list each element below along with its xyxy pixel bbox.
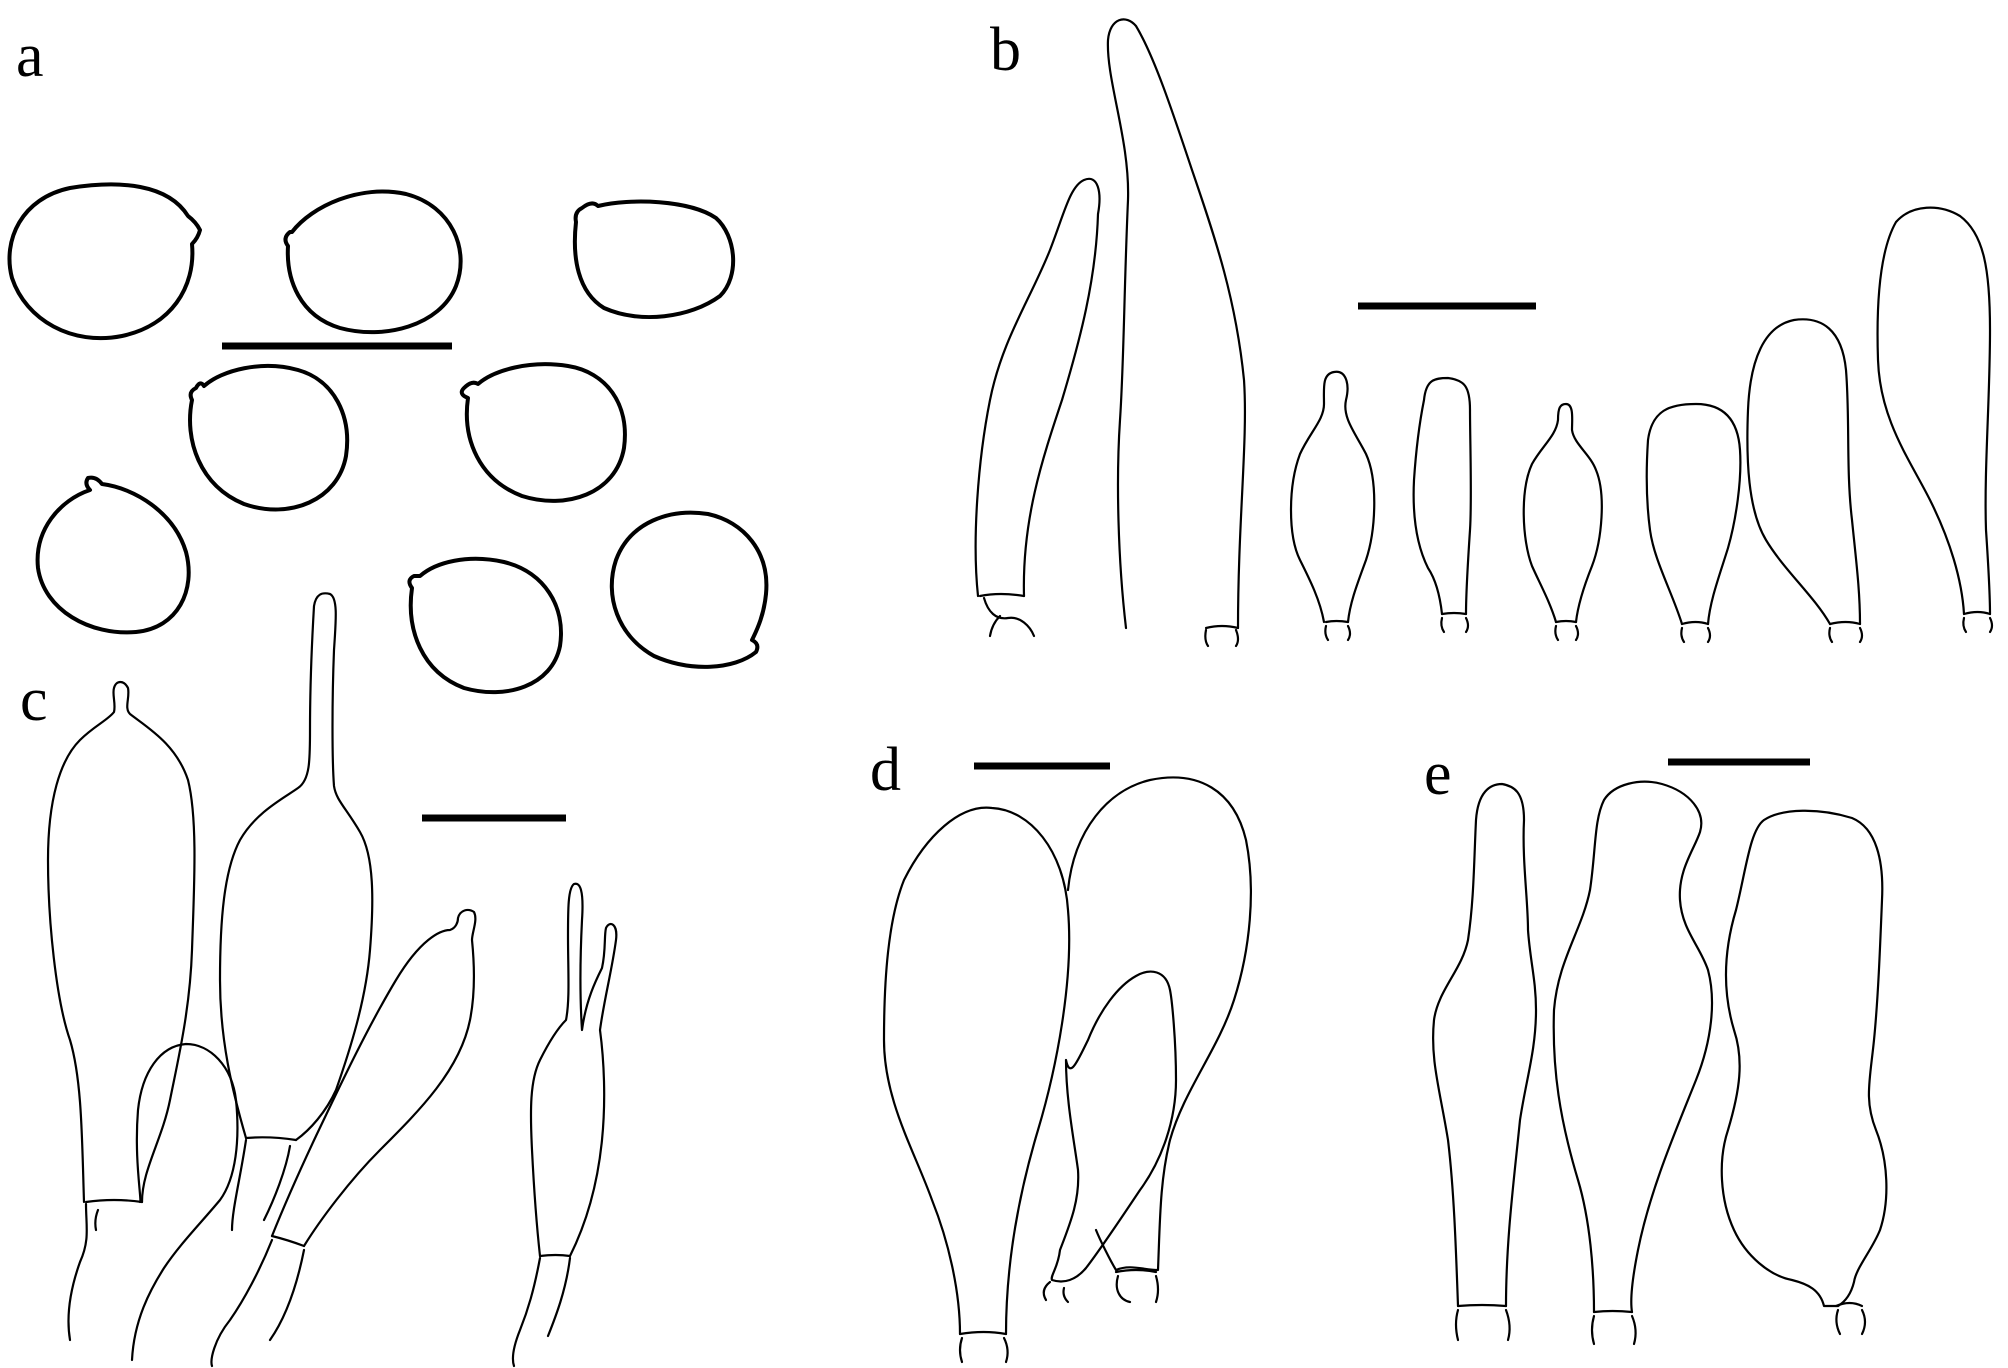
spore [572, 199, 735, 319]
cystidium [974, 177, 1101, 598]
pileipellis-clamp [958, 1336, 1009, 1364]
pileipellis-cell [1050, 970, 1178, 1283]
panel-label-c: c [20, 666, 48, 734]
basidium-hypha [210, 1238, 306, 1368]
caulocystidium-septum [1456, 1303, 1508, 1308]
pileipellis-clamp [1042, 1280, 1070, 1304]
spore [459, 362, 627, 503]
spore [188, 363, 350, 512]
panel-b: b [974, 16, 1994, 648]
pileipellis-cell [882, 806, 1071, 1336]
basidium [46, 680, 196, 1204]
cystidium-clamp [1962, 610, 1994, 634]
cystidium [1876, 206, 1992, 616]
pileipellis-septum [958, 1330, 1008, 1336]
basidium-septum [270, 1234, 306, 1248]
cystidium-septum [978, 592, 1026, 598]
spore [7, 182, 202, 341]
cystidium [1106, 18, 1247, 630]
basidium [529, 882, 618, 1258]
basidium-septum [538, 1253, 572, 1258]
caulocystidium [1720, 809, 1888, 1308]
pileipellis-clamp [1114, 1268, 1160, 1304]
pileipellis-cell [1066, 776, 1252, 1272]
basidium-septum [244, 1136, 298, 1142]
panel-label-a: a [16, 22, 44, 90]
cystidium-clamp [1828, 620, 1864, 644]
basidiole [130, 1042, 239, 1362]
spore [407, 556, 563, 695]
panel-e: e [1424, 740, 1888, 1346]
cystidium-clamp [1324, 619, 1352, 642]
panel-d: d [870, 736, 1252, 1364]
cystidium [1412, 376, 1472, 616]
basidium-hypha [67, 1202, 100, 1342]
caulocystidium-clamp [1590, 1314, 1637, 1346]
cystidium-clamp [1204, 628, 1240, 648]
spore [35, 475, 191, 635]
basidium-septum [84, 1198, 144, 1204]
caulocystidium [1552, 780, 1714, 1314]
basidium [218, 592, 374, 1142]
cystidium [1746, 318, 1862, 626]
cystidium-clamp [1440, 611, 1470, 634]
panel-c: c [20, 592, 618, 1368]
caulocystidium-septum [1592, 1309, 1634, 1314]
cystidium [1522, 402, 1603, 624]
cystidium-clamp [1554, 619, 1580, 642]
panel-label-b: b [990, 16, 1021, 84]
cystidium-septum [1204, 624, 1240, 630]
spore [609, 510, 769, 669]
cystidium-clamp [982, 596, 1036, 638]
cystidium-clamp [1680, 620, 1712, 644]
basidium-hypha [230, 1138, 292, 1232]
panel-label-d: d [870, 736, 901, 804]
caulocystidium [1431, 782, 1538, 1308]
caulocystidium-clamp [1454, 1308, 1511, 1342]
panel-a: a [7, 22, 769, 695]
cystidium [1289, 370, 1376, 624]
spore [283, 189, 463, 335]
basidium-hypha [511, 1256, 572, 1368]
basidium [270, 908, 477, 1248]
panel-label-e: e [1424, 740, 1452, 808]
caulocystidium-clamp [1834, 1301, 1867, 1336]
cystidium [1645, 402, 1742, 626]
